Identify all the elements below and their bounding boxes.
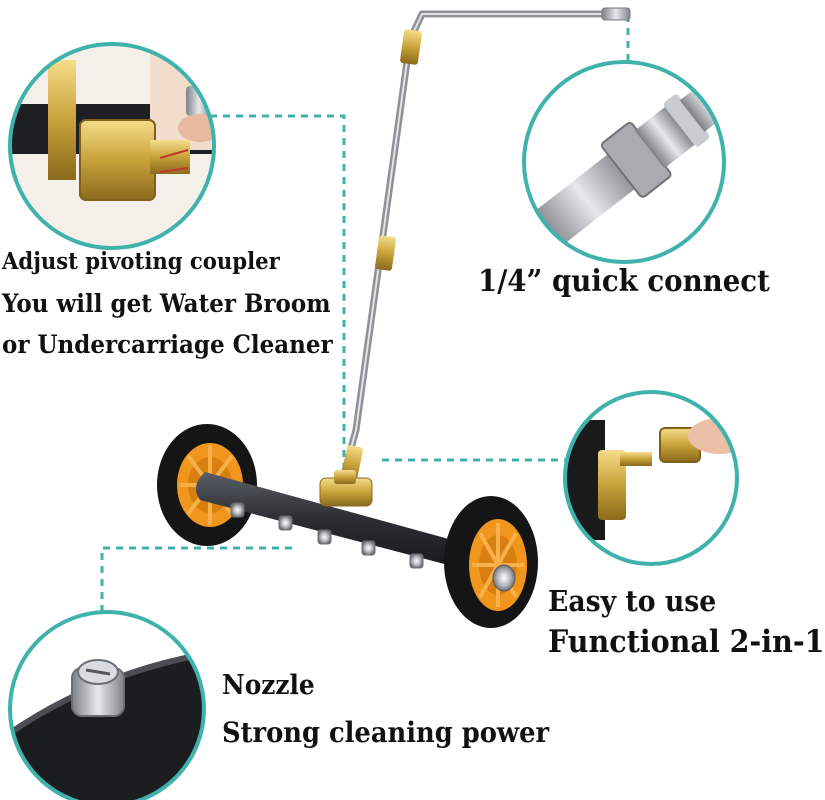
spray-wand [340,7,631,483]
caption-coupler-line1: Adjust pivoting coupler [2,248,280,275]
wand-mid-coupler [375,235,396,271]
spray-nozzles [230,502,424,569]
caption-quick-connect: 1/4” quick connect [478,264,770,299]
caption-easy-line1: Easy to use [548,584,717,618]
caption-coupler-line2: You will get Water Broom [2,289,331,318]
connector-top-left [210,114,346,468]
caption-nozzle-line1: Nozzle [222,670,315,701]
spray-bar [196,472,503,578]
front-wheel [444,496,538,628]
callout-pivoting-coupler [8,42,216,250]
callout-nozzle [8,610,206,800]
center-swivel [319,470,373,507]
caption-easy-line2: Functional 2-in-1 [548,624,825,660]
wand-tip [601,7,631,21]
product-illustration [8,7,739,800]
callout-quick-connect [522,60,726,264]
caption-coupler-line3: or Undercarriage Cleaner [2,330,333,359]
wand-top-coupler [400,29,422,65]
cleaner-body [157,424,538,628]
caption-nozzle-line2: Strong cleaning power [222,716,550,749]
callout-attach-coupler [563,390,739,566]
connector-bottom-left [100,546,296,612]
